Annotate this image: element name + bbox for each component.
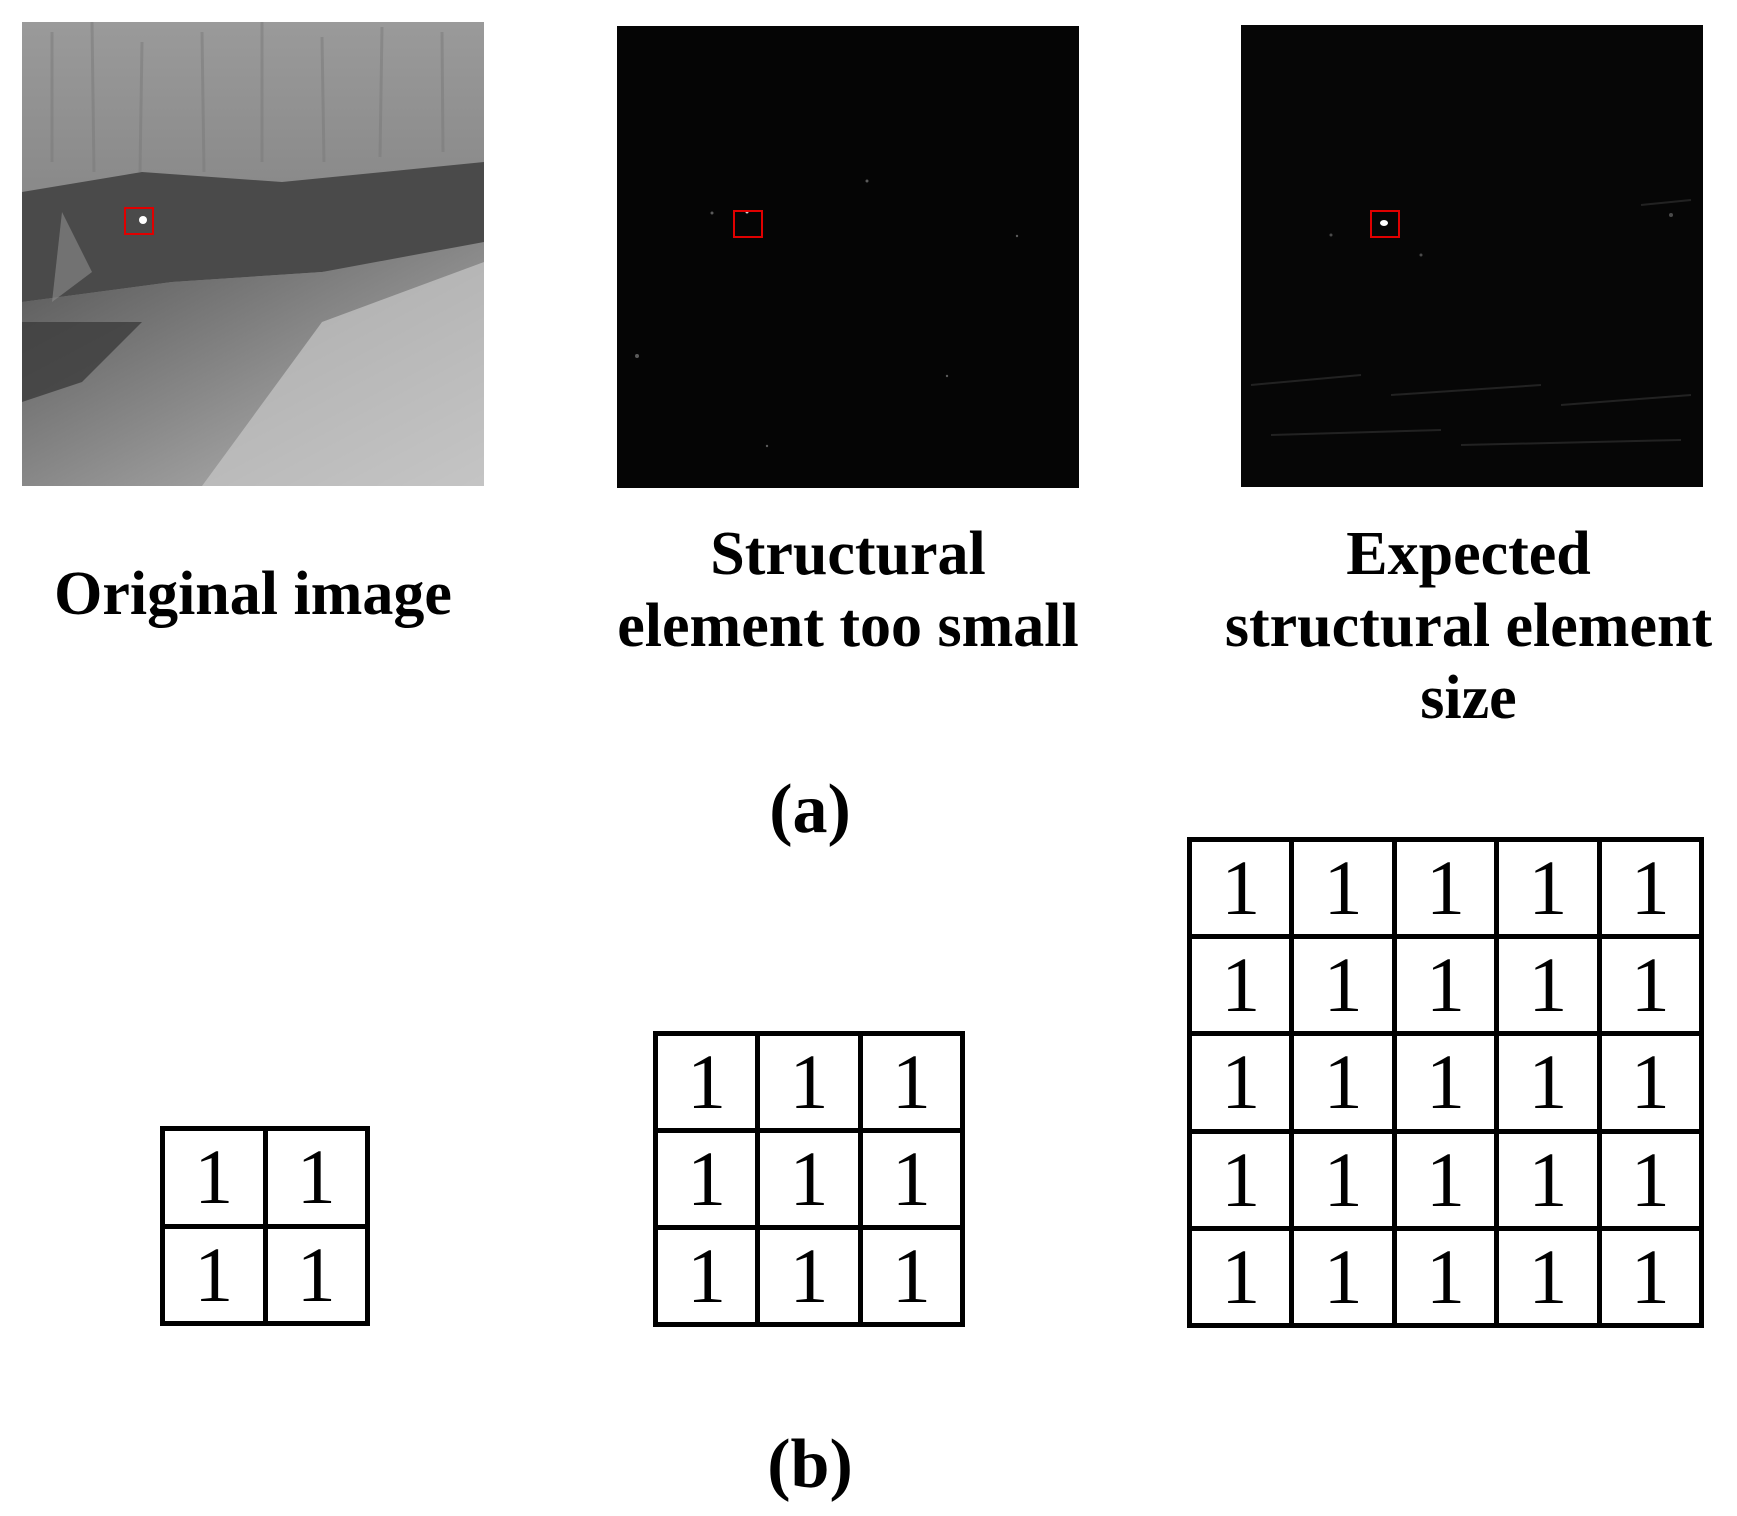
matrix-cell: 1 xyxy=(1596,836,1705,940)
matrix-cell: 1 xyxy=(262,1126,370,1229)
caption-line: Structural xyxy=(710,520,986,588)
matrix-cell: 1 xyxy=(857,1225,966,1327)
matrix-cell: 1 xyxy=(857,1031,966,1133)
matrix-cell: 1 xyxy=(1289,1031,1397,1134)
matrix-cell: 1 xyxy=(1186,934,1295,1037)
caption-line: size xyxy=(1420,664,1517,732)
matrix-cell: 1 xyxy=(1596,934,1705,1037)
matrix-cell: 1 xyxy=(1391,1031,1500,1134)
matrix-cell: 1 xyxy=(1494,836,1602,940)
matrix-cell: 1 xyxy=(1494,1128,1602,1231)
matrix-cell: 1 xyxy=(160,1126,268,1229)
matrix-cell: 1 xyxy=(857,1128,966,1230)
matrix-cell: 1 xyxy=(1186,1031,1295,1134)
matrix-cell: 1 xyxy=(1391,934,1500,1037)
matrix-cell: 1 xyxy=(652,1128,761,1230)
matrix-cell: 1 xyxy=(755,1225,863,1327)
matrix-cell: 1 xyxy=(160,1223,268,1326)
matrix-cell: 1 xyxy=(1186,1128,1295,1231)
matrix-cell: 1 xyxy=(1596,1225,1705,1329)
matrix-cell: 1 xyxy=(652,1031,761,1133)
matrix-cell: 1 xyxy=(755,1031,863,1133)
matrix-cell: 1 xyxy=(1596,1031,1705,1134)
matrix-cell: 1 xyxy=(262,1223,370,1326)
filtered-image-small-element xyxy=(617,26,1079,488)
matrix-cell: 1 xyxy=(1494,934,1602,1037)
matrix-cell: 1 xyxy=(755,1128,863,1230)
filtered-image-expected-element xyxy=(1241,25,1703,487)
original-image xyxy=(22,22,484,486)
caption-original-image: Original image xyxy=(22,558,484,630)
matrix-cell: 1 xyxy=(1391,1128,1500,1231)
caption-structural-element-too-small: Structural element too small xyxy=(590,518,1106,662)
matrix-cell: 1 xyxy=(652,1225,761,1327)
matrix-cell: 1 xyxy=(1391,1225,1500,1329)
matrix-cell: 1 xyxy=(1186,836,1295,940)
panel-a-label: (a) xyxy=(769,771,851,848)
panel-b-label: (b) xyxy=(767,1426,853,1503)
caption-expected-structural-element-size: Expected structural element size xyxy=(1200,518,1737,734)
caption-line: element too small xyxy=(617,592,1079,660)
matrix-cell: 1 xyxy=(1494,1225,1602,1329)
matrix-cell: 1 xyxy=(1289,1225,1397,1329)
caption-line: structural element xyxy=(1224,592,1713,660)
matrix-cell: 1 xyxy=(1289,934,1397,1037)
matrix-cell: 1 xyxy=(1596,1128,1705,1231)
matrix-cell: 1 xyxy=(1391,836,1500,940)
matrix-cell: 1 xyxy=(1289,836,1397,940)
matrix-cell: 1 xyxy=(1186,1225,1295,1329)
caption-line: Expected xyxy=(1346,520,1591,588)
matrix-cell: 1 xyxy=(1494,1031,1602,1134)
caption-line: Original image xyxy=(54,560,452,628)
matrix-cell: 1 xyxy=(1289,1128,1397,1231)
